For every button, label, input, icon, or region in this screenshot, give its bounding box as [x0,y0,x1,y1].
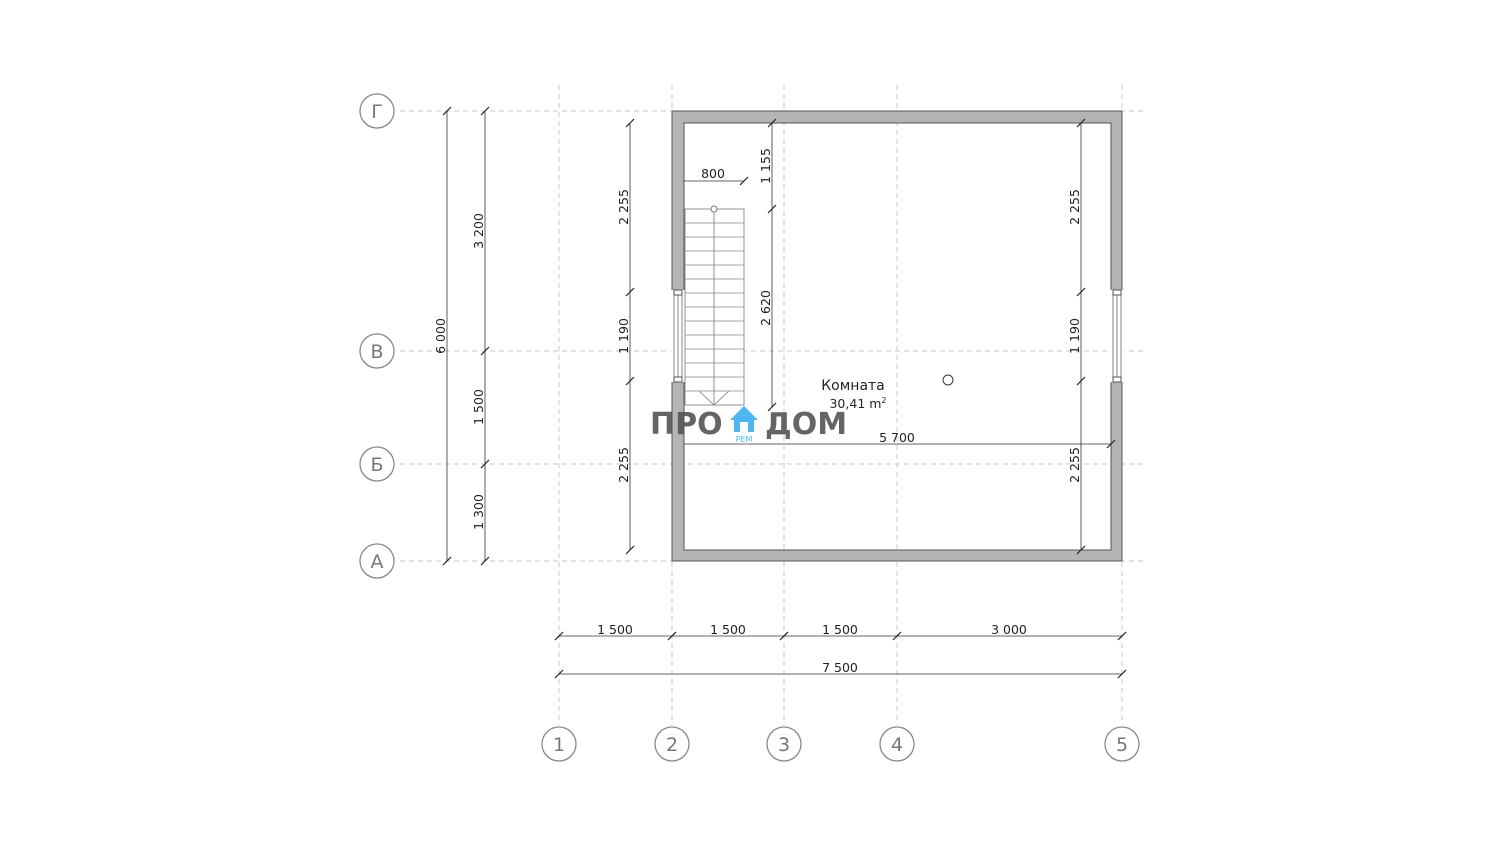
dim-inner-right-3: 2 255 [1067,447,1082,483]
axis-row-a: А [359,543,395,579]
logo-text-right: ДОМ [765,407,847,442]
ceiling-light-marker [942,374,954,386]
logo-text-left: ПРО [650,407,723,442]
dimension-tick [625,287,635,297]
axis-col-1: 1 [541,726,577,762]
dimension-tick [1076,287,1086,297]
axis-label: Г [371,101,383,123]
dimension-tick [1076,376,1086,386]
dim-bottom-4: 3 000 [991,622,1027,637]
axis-label: 2 [666,734,678,756]
dim-inner-left-2: 1 190 [616,318,631,354]
axis-row-v: В [359,333,395,369]
dimension-tick [1117,631,1127,641]
room-name: Комната [821,378,885,394]
dimension-tick [667,631,677,641]
dim-inner-left-1: 2 255 [616,189,631,225]
dimension-tick [779,631,789,641]
dimension-tick [625,545,635,555]
room-area-value: 30,41 m [829,396,881,411]
dimension-tick [554,631,564,641]
dimension-lines [442,106,1127,679]
dimension-tick [480,556,490,566]
axis-label: 3 [778,734,790,756]
dim-left-chain-1: 3 200 [471,213,486,249]
axis-row-b: Б [359,446,395,482]
dim-inner-right-2: 1 190 [1067,318,1082,354]
window-left [673,289,683,383]
dimension-tick [480,106,490,116]
dimension-tick [554,669,564,679]
dimension-tick [1106,439,1116,449]
dimension-tick [1117,669,1127,679]
house-icon [730,406,758,432]
room-area: 30,41 m2 [829,396,886,411]
axis-label: 1 [553,734,565,756]
dimension-tick [625,376,635,386]
axis-col-5: 5 [1104,726,1140,762]
axis-col-4: 4 [879,726,915,762]
axis-label: Б [370,454,383,476]
dimension-tick [480,346,490,356]
dimension-tick [892,631,902,641]
dimension-tick [767,204,777,214]
axis-col-3: 3 [766,726,802,762]
dim-bottom-total: 7 500 [822,660,858,675]
axis-col-2: 2 [654,726,690,762]
axis-label: А [371,551,384,573]
window-right [1112,289,1122,383]
dim-stair-width: 800 [701,166,725,181]
dim-left-chain-2: 1 500 [471,389,486,425]
dimension-tick [739,176,749,186]
axis-label: 4 [891,734,903,756]
dimension-tick [1076,545,1086,555]
dim-bottom-3: 1 500 [822,622,858,637]
dim-stair-2: 2 620 [758,290,773,326]
dimension-tick [442,556,452,566]
dim-inner-left-3: 2 255 [616,447,631,483]
dimension-tick [625,118,635,128]
dimension-tick [767,402,777,412]
axis-label: 5 [1116,734,1128,756]
dimension-tick [1076,118,1086,128]
dimension-tick [767,118,777,128]
dimension-tick [480,459,490,469]
dim-room-width: 5 700 [879,430,915,445]
dim-bottom-2: 1 500 [710,622,746,637]
logo-sub: РЕМ [736,435,753,444]
axis-row-g: Г [359,93,395,129]
dim-left-total: 6 000 [433,318,448,354]
dimension-tick [442,106,452,116]
axis-label: В [370,341,383,363]
room-area-unit-sup: 2 [881,396,886,405]
dim-stair-1: 1 155 [758,148,773,184]
staircase [684,205,745,406]
dim-inner-right-1: 2 255 [1067,189,1082,225]
dim-left-chain-3: 1 300 [471,494,486,530]
logo-watermark: ПРО РЕМ ДОМ [650,406,847,444]
dim-bottom-1: 1 500 [597,622,633,637]
